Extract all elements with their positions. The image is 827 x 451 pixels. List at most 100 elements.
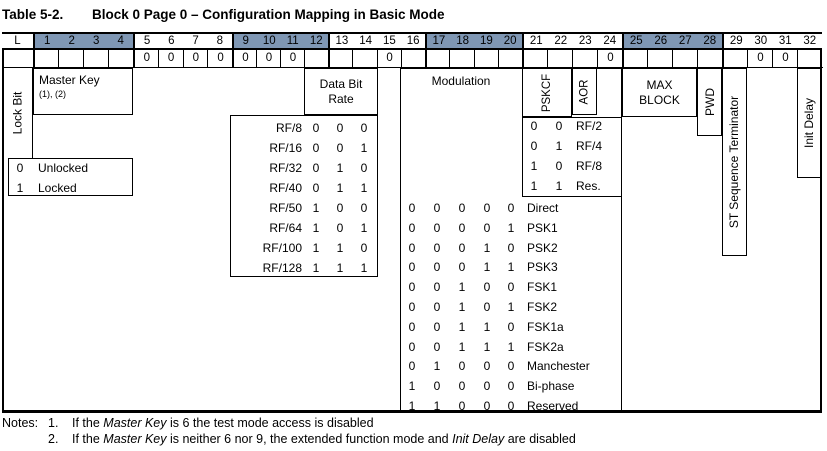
modulation-bit-cell: 0 <box>433 280 441 294</box>
pwd-box <box>697 68 722 136</box>
value-cell: 0 <box>256 50 281 68</box>
note-text-segment: is 6 the test mode access is disabled <box>166 416 374 430</box>
modulation-bit-cell: 0 <box>458 260 466 274</box>
value-cell: 0 <box>747 50 773 68</box>
modulation-bit-cell: 1 <box>408 399 416 413</box>
rate-row-label: RF/128 <box>262 261 302 275</box>
rate-bit-cell: 0 <box>312 121 320 135</box>
modulation-bit-cell: 0 <box>483 280 491 294</box>
value-cell <box>672 50 698 68</box>
modulation-row-label: FSK2a <box>527 340 564 354</box>
bit-number-cell: 2 <box>68 35 75 47</box>
rate-bit-cell: 1 <box>312 201 320 215</box>
bit-number-cell: 19 <box>479 35 493 47</box>
modulation-bit-cell: 0 <box>483 300 491 314</box>
rate-bit-cell: 0 <box>336 141 344 155</box>
modulation-bit-cell: 0 <box>433 241 441 255</box>
modulation-bit-cell: 0 <box>458 399 466 413</box>
note-text-segment: are disabled <box>504 432 576 446</box>
bit-number-cell: 28 <box>703 35 717 47</box>
modulation-bit-cell: 0 <box>507 280 515 294</box>
modulation-bit-cell: 0 <box>458 221 466 235</box>
table-caption: Block 0 Page 0 – Configuration Mapping i… <box>92 7 445 22</box>
value-cell <box>722 50 748 68</box>
table-caption-wrap: Block 0 Page 0 – Configuration Mapping i… <box>92 6 445 24</box>
value-cell <box>473 50 499 68</box>
rate-bit-cell: 0 <box>312 141 320 155</box>
max-block-box <box>622 68 697 117</box>
bit-number-cell: L <box>14 35 21 47</box>
bit-header-group: L <box>2 34 33 48</box>
value-cell <box>647 50 673 68</box>
pskcf-bit-cell: 0 <box>555 119 563 133</box>
modulation-bit-cell: 0 <box>433 379 441 393</box>
pskcf-bit-cell: 1 <box>555 139 563 153</box>
modulation-bit-cell: 0 <box>507 241 515 255</box>
modulation-box <box>400 68 622 413</box>
modulation-row-label: PSK2 <box>527 241 558 255</box>
modulation-bit-cell: 0 <box>458 359 466 373</box>
bit-number-cell: 22 <box>554 35 568 47</box>
value-cell: 0 <box>157 50 184 68</box>
rate-bit-cell: 1 <box>360 221 368 235</box>
rate-bit-cell: 1 <box>336 261 344 275</box>
pskcf-bit-cell: 0 <box>530 139 538 153</box>
bit-number-cell: 13 <box>335 35 349 47</box>
value-cell <box>352 50 378 68</box>
lock-bit-field: Lock Bit <box>3 70 31 156</box>
bit-number-cell: 4 <box>117 35 124 47</box>
modulation-row-label: FSK1 <box>527 280 558 294</box>
bit-number-cell: 29 <box>729 35 743 47</box>
note-text: If the Master Key is 6 the test mode acc… <box>72 416 374 430</box>
init-delay-label: Init Delay <box>802 97 817 149</box>
header-divider-line <box>2 48 822 50</box>
modulation-bit-cell: 0 <box>433 201 441 215</box>
modulation-bit-cell: 0 <box>483 399 491 413</box>
st-terminator-box <box>722 68 747 256</box>
note-text: If the Master Key is neither 6 nor 9, th… <box>72 432 576 446</box>
master-key-label: Master Key <box>39 73 100 87</box>
pskcf-row-label: RF/8 <box>576 159 603 173</box>
bit-number-cell: 16 <box>406 35 420 47</box>
value-cell <box>33 50 59 68</box>
modulation-bit-cell: 1 <box>483 241 491 255</box>
value-cell: 0 <box>772 50 798 68</box>
bit-number-cell: 8 <box>216 35 224 47</box>
lock-bit-cell-border <box>32 68 33 158</box>
max-block-label-line1: MAX <box>646 78 673 92</box>
value-cell: 0 <box>597 50 623 68</box>
value-cell <box>425 50 451 68</box>
modulation-bit-cell: 0 <box>433 320 441 334</box>
modulation-bit-cell: 1 <box>458 320 466 334</box>
modulation-row-label: Direct <box>527 201 559 215</box>
lock-row-bit: 1 <box>16 181 24 195</box>
bit-number-cell: 25 <box>629 35 643 47</box>
modulation-row-label: FSK2 <box>527 300 558 314</box>
pskcf-values-box <box>522 117 622 197</box>
modulation-bit-cell: 0 <box>458 379 466 393</box>
lock-bit-label: Lock Bit <box>10 91 24 135</box>
value-cell <box>83 50 109 68</box>
value-cell <box>2 50 34 68</box>
lock-row-label: Unlocked <box>38 161 89 175</box>
modulation-bit-cell: 0 <box>408 340 416 354</box>
bit-number-cell: 30 <box>754 35 768 47</box>
rate-bit-cell: 0 <box>360 241 368 255</box>
modulation-row-label: Manchester <box>527 359 590 373</box>
rate-row-label: RF/64 <box>269 221 302 235</box>
bit-number-cell: 17 <box>432 35 446 47</box>
modulation-bit-cell: 1 <box>458 340 466 354</box>
st-terminator-label: ST Sequence Terminator <box>727 95 742 229</box>
max-block-label-line2: BLOCK <box>639 93 680 107</box>
modulation-bit-cell: 0 <box>458 241 466 255</box>
modulation-bit-cell: 0 <box>458 201 466 215</box>
pskcf-row-label: RF/2 <box>576 119 603 133</box>
pskcf-row-label: Res. <box>576 179 601 193</box>
data-bit-rate-header-box <box>304 68 378 115</box>
bit-number-cell: 27 <box>678 35 692 47</box>
